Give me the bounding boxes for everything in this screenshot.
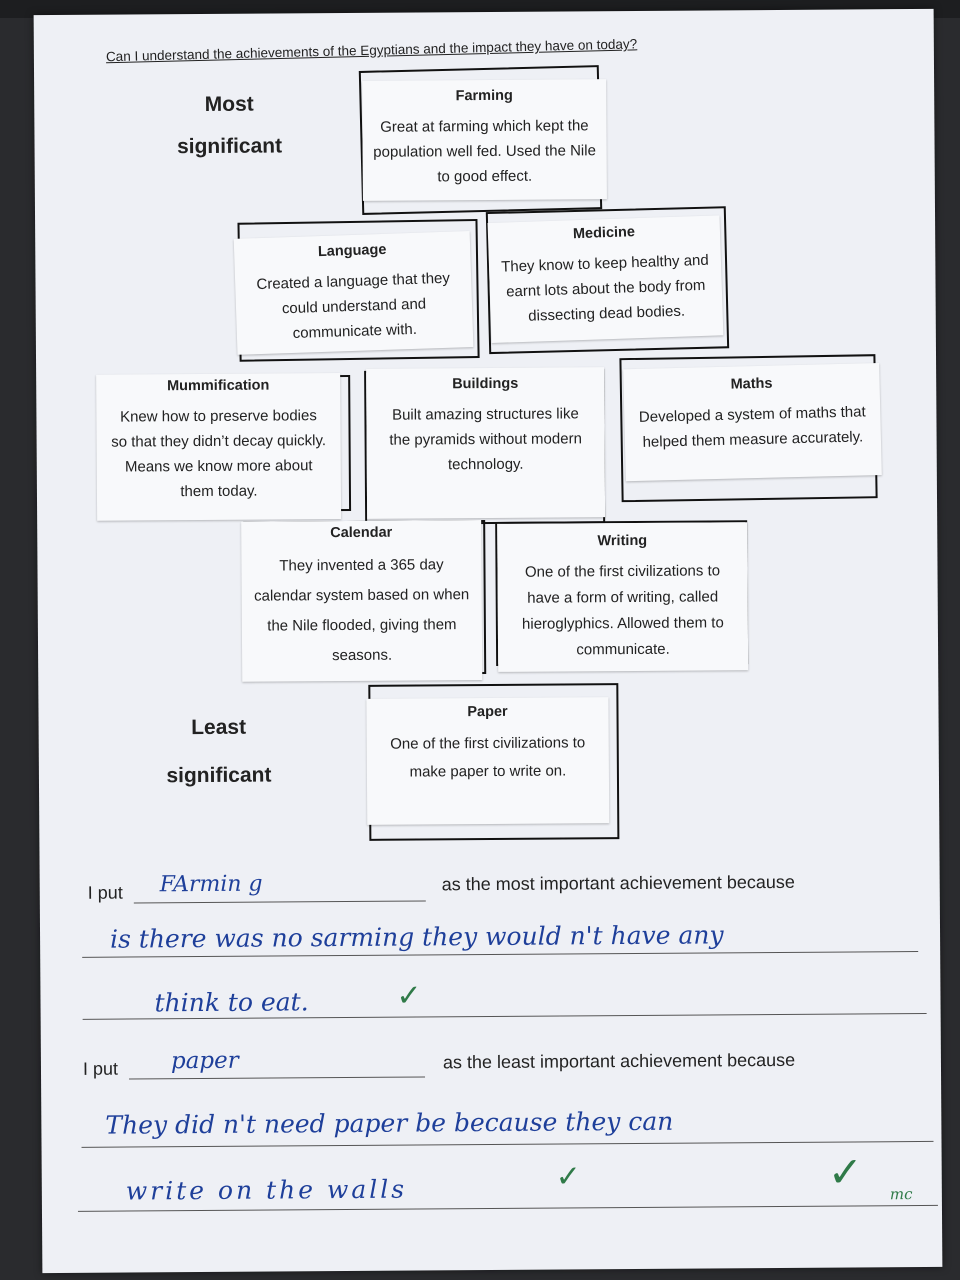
mummification-text: Knew how to preserve bodies so that they…: [111, 407, 327, 501]
least-significant-label: Least significant: [143, 703, 294, 800]
most-answer-handwriting: FArmin g: [159, 871, 263, 898]
mummification-card: Mummification Knew how to preserve bodie…: [96, 373, 342, 521]
worksheet-question: Can I understand the achievements of the…: [105, 36, 638, 65]
least-reason-line-1: [81, 1140, 934, 1148]
buildings-text: Built amazing structures like the pyrami…: [389, 405, 582, 474]
paper-text: One of the first civilizations to make p…: [390, 734, 586, 781]
language-text: Created a language that they could under…: [256, 269, 451, 342]
teacher-tick-2: ✓: [555, 1159, 582, 1195]
least-reason-line-2: [77, 1204, 938, 1212]
most-prefix: I put: [87, 882, 123, 903]
farming-title: Farming: [455, 87, 513, 105]
least-reason-handwriting-2: write on the walls: [125, 1174, 408, 1206]
buildings-card: Buildings Built amazing structures like …: [366, 367, 606, 519]
least-suffix: as the least important achievement becau…: [442, 1049, 796, 1073]
maths-text: Developed a system of maths that helped …: [638, 403, 866, 451]
writing-card: Writing One of the first civilizations t…: [497, 522, 749, 672]
calendar-title: Calendar: [330, 524, 393, 542]
maths-card: Maths Developed a system of maths that h…: [623, 363, 882, 482]
language-title: Language: [317, 241, 387, 261]
most-label-line2: significant: [176, 134, 283, 159]
maths-title: Maths: [730, 375, 773, 393]
farming-text: Great at farming which kept the populati…: [373, 117, 596, 186]
language-card: Language Created a language that they co…: [233, 231, 474, 355]
teacher-initials: mc: [889, 1185, 913, 1204]
most-reason-handwriting-2: think to eat.: [154, 987, 309, 1018]
mummification-title: Mummification: [167, 377, 270, 395]
teacher-tick-3: ✓: [827, 1147, 864, 1197]
medicine-title: Medicine: [572, 224, 636, 243]
paper-card: Paper One of the first civilizations to …: [366, 697, 610, 825]
calendar-text: They invented a 365 day calendar system …: [254, 556, 470, 665]
calendar-card: Calendar They invented a 365 day calenda…: [241, 520, 483, 682]
medicine-text: They know to keep healthy and earnt lots…: [500, 251, 710, 325]
writing-text: One of the first civilizations to have a…: [521, 562, 724, 659]
farming-card: Farming Great at farming which kept the …: [362, 79, 607, 201]
least-answer-handwriting: paper: [170, 1047, 239, 1075]
least-prefix: I put: [82, 1058, 119, 1079]
writing-title: Writing: [597, 532, 648, 550]
least-label-line1: Least: [191, 715, 247, 740]
least-label-line2: significant: [166, 763, 272, 788]
worksheet-page: Can I understand the achievements of the…: [33, 8, 943, 1274]
paper-title: Paper: [467, 703, 508, 721]
most-answer-line: [133, 900, 426, 904]
teacher-tick-1: ✓: [396, 978, 422, 1014]
medicine-card: Medicine They know to keep healthy and e…: [487, 215, 724, 343]
most-reason-handwriting-1: is there was no sarming they would n't h…: [109, 920, 724, 954]
most-suffix: as the most important achievement becaus…: [441, 871, 795, 895]
most-significant-label: Most significant: [154, 83, 305, 168]
most-label-line1: Most: [204, 92, 254, 116]
least-answer-line: [129, 1076, 426, 1080]
least-reason-handwriting-1: They did n't need paper be because they …: [105, 1106, 674, 1140]
buildings-title: Buildings: [452, 375, 519, 393]
